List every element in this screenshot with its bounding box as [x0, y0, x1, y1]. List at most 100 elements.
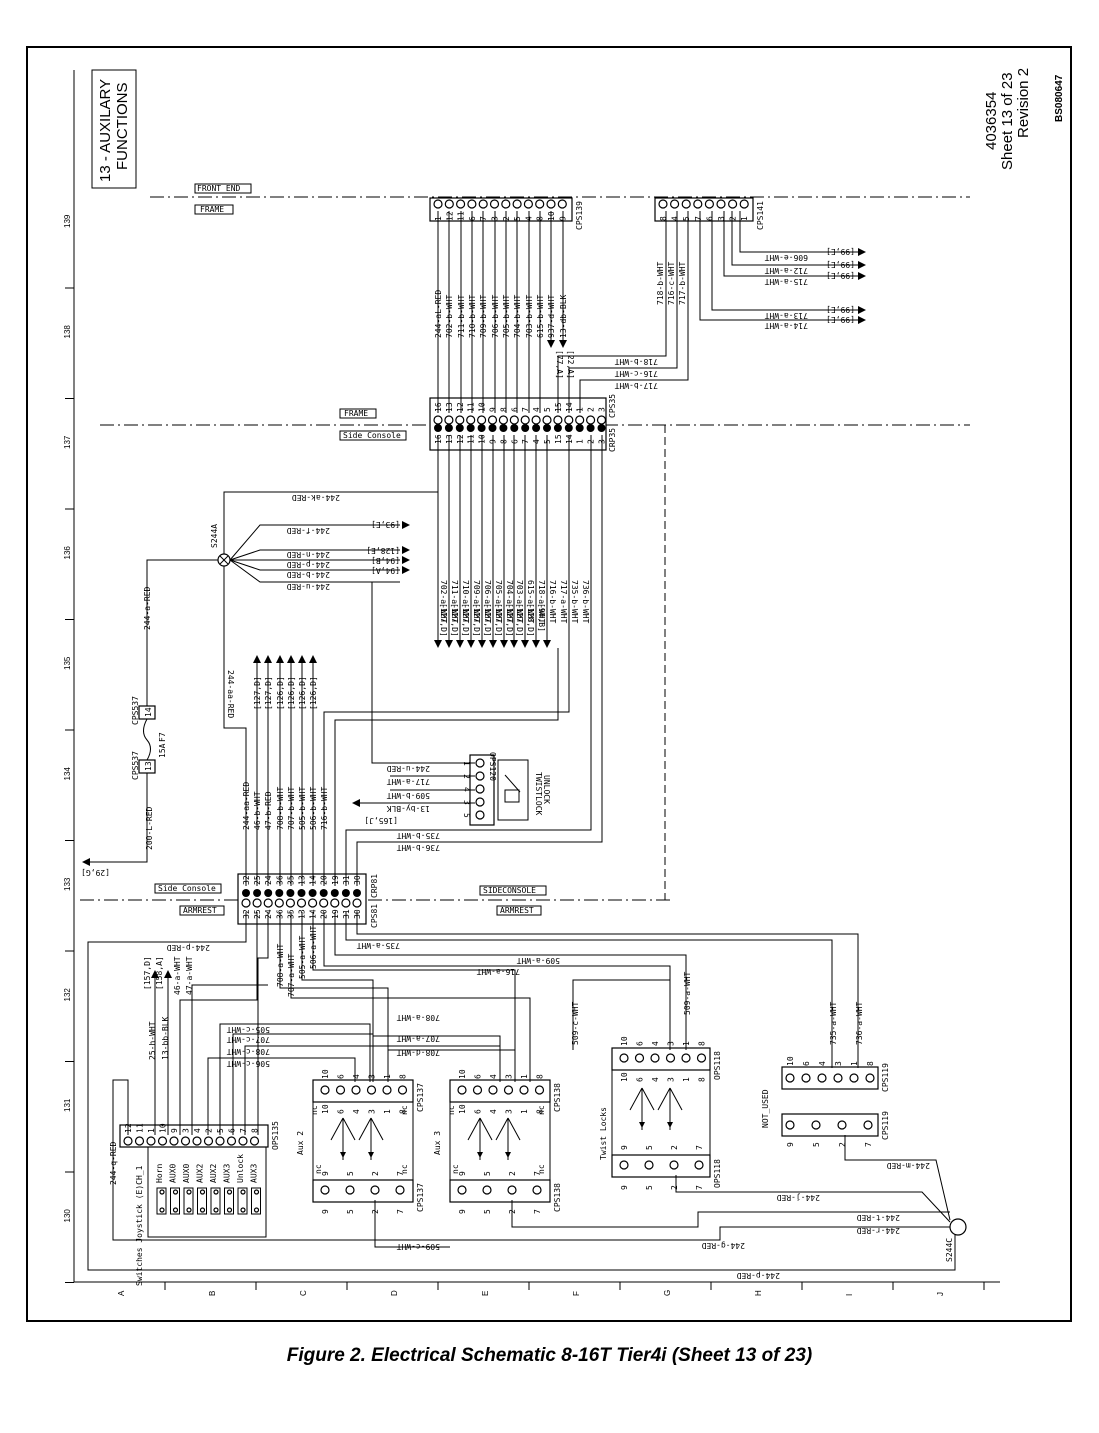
- wire-label: 703-a-WHT: [515, 580, 524, 624]
- pin-hole: [353, 889, 361, 897]
- pin-hole: [475, 771, 485, 781]
- switch-contact: [197, 1187, 207, 1215]
- pin-hole: [478, 199, 488, 209]
- wire-label: 46-b-WHT: [253, 791, 262, 830]
- pin-hole: [487, 415, 498, 425]
- wire-label: 736-b-WHT: [581, 580, 590, 624]
- wire-label: 244-aa-RED: [242, 782, 251, 830]
- pin-number: 10: [458, 1104, 467, 1114]
- ref-label: [127,D]: [450, 603, 459, 637]
- pin-hole: [249, 1136, 260, 1146]
- grid-number: 136: [63, 546, 72, 560]
- wire-label: 244-j-RED: [776, 1193, 820, 1202]
- wire-label: 703-b-WHT: [525, 294, 534, 338]
- wire-label: 505-c-WHT: [226, 1025, 270, 1034]
- pin-hole: [681, 1053, 691, 1063]
- wire-path: [219, 1023, 371, 1135]
- ref-label: [22,A]: [566, 350, 575, 379]
- joystick-label: Switches Joystick (E)CH_1: [135, 1165, 144, 1286]
- switch-pin: [240, 1207, 246, 1213]
- pin-number: 10: [458, 1069, 467, 1079]
- wire-label: 711-a-WHT: [450, 580, 459, 624]
- wire-label: 735-a-WHT: [356, 941, 400, 950]
- wire-segment: [641, 1087, 655, 1111]
- wire-label: 705-b-WHT: [502, 294, 511, 338]
- pin-number: 7: [695, 1145, 704, 1150]
- pin-number: 8: [866, 1061, 875, 1066]
- wire-path: [699, 211, 862, 321]
- schematic-frame: [26, 46, 1072, 1322]
- pin-hole: [297, 889, 306, 897]
- switch-label: AUX2: [196, 1164, 205, 1183]
- arrow-down: [478, 640, 486, 648]
- wire-label: 735-b-WHT: [570, 580, 579, 624]
- pin-hole: [716, 199, 726, 209]
- wire-label: 716-b-WHT: [320, 786, 329, 830]
- wire-path: [374, 1200, 450, 1248]
- wire-path: [511, 1200, 950, 1228]
- connector-name: OPS118: [713, 1159, 722, 1188]
- pin-hole: [192, 1136, 202, 1146]
- grid-number: 133: [63, 877, 72, 891]
- grid-letter: H: [754, 1290, 763, 1296]
- pin-hole: [466, 415, 476, 425]
- ref-label: [127,D]: [264, 676, 273, 710]
- wire-label: 244-ak-RED: [292, 493, 340, 502]
- switch-pin: [172, 1207, 179, 1213]
- pin-hole: [320, 1185, 330, 1195]
- arrow-right: [858, 261, 866, 269]
- wire-label: 244-aa-RED: [226, 670, 235, 718]
- wire-label: 707-a-WHT: [396, 1034, 440, 1043]
- pin-hole: [433, 199, 443, 209]
- wire-path: [84, 773, 148, 863]
- pin-number: 7: [695, 1185, 704, 1190]
- switch-pin: [226, 1189, 233, 1195]
- wire-label: 244-m-RED: [886, 1161, 930, 1170]
- label-armrest-right: ARMREST: [500, 906, 534, 915]
- ref-label: [94,B]: [371, 556, 400, 565]
- pin-hole: [597, 424, 606, 432]
- grid-number: 139: [63, 214, 72, 228]
- wire-label: 708-b-WHT: [276, 786, 285, 830]
- label-frame-mid: FRAME: [344, 409, 368, 418]
- switch-pin: [213, 1207, 219, 1213]
- wire-label: 709-b-WHT: [479, 294, 488, 338]
- grid-number: 132: [63, 988, 72, 1002]
- wire-path: [345, 912, 833, 1068]
- arrow-down: [532, 640, 540, 648]
- pin-number: 7: [396, 1171, 405, 1176]
- pin-hole: [849, 1073, 859, 1083]
- ref-label: [77,A]: [555, 350, 564, 379]
- wire-label: 702-a-WHT: [439, 580, 448, 624]
- pin-hole: [475, 784, 485, 794]
- pin-hole: [596, 415, 607, 425]
- wire-label: 244-u-RED: [386, 764, 430, 773]
- arrow-down: [543, 640, 551, 648]
- pin-hole: [341, 898, 351, 908]
- pin-hole: [466, 424, 475, 432]
- pin-nc: nc: [314, 1164, 323, 1174]
- grid-number: 138: [63, 325, 72, 339]
- wire-path: [323, 435, 570, 886]
- pin-hole: [263, 898, 273, 908]
- pin-hole: [467, 199, 477, 209]
- switch-pin: [240, 1189, 246, 1195]
- diode-arrow: [477, 1152, 483, 1158]
- diode-arrow: [340, 1152, 346, 1158]
- wire-label: 606-e-WHT: [764, 253, 808, 262]
- wire-label: 717-a-WHT: [386, 777, 430, 786]
- pin-nc: nc: [400, 1105, 409, 1115]
- switch-label: Unlock: [236, 1154, 245, 1183]
- grid-letter: A: [117, 1290, 126, 1296]
- pin-nc: nc: [447, 1105, 456, 1115]
- wire-path: [323, 912, 671, 1050]
- pin-number: 4: [352, 1109, 361, 1114]
- pin-hole: [397, 1085, 408, 1095]
- pin-hole: [370, 1185, 380, 1195]
- wire-segment: [629, 1087, 643, 1111]
- pin-hole: [482, 1185, 492, 1195]
- ref-label: [128,D]: [526, 603, 535, 637]
- ref-label: [99,E]: [826, 247, 855, 256]
- pin-hole: [434, 424, 442, 432]
